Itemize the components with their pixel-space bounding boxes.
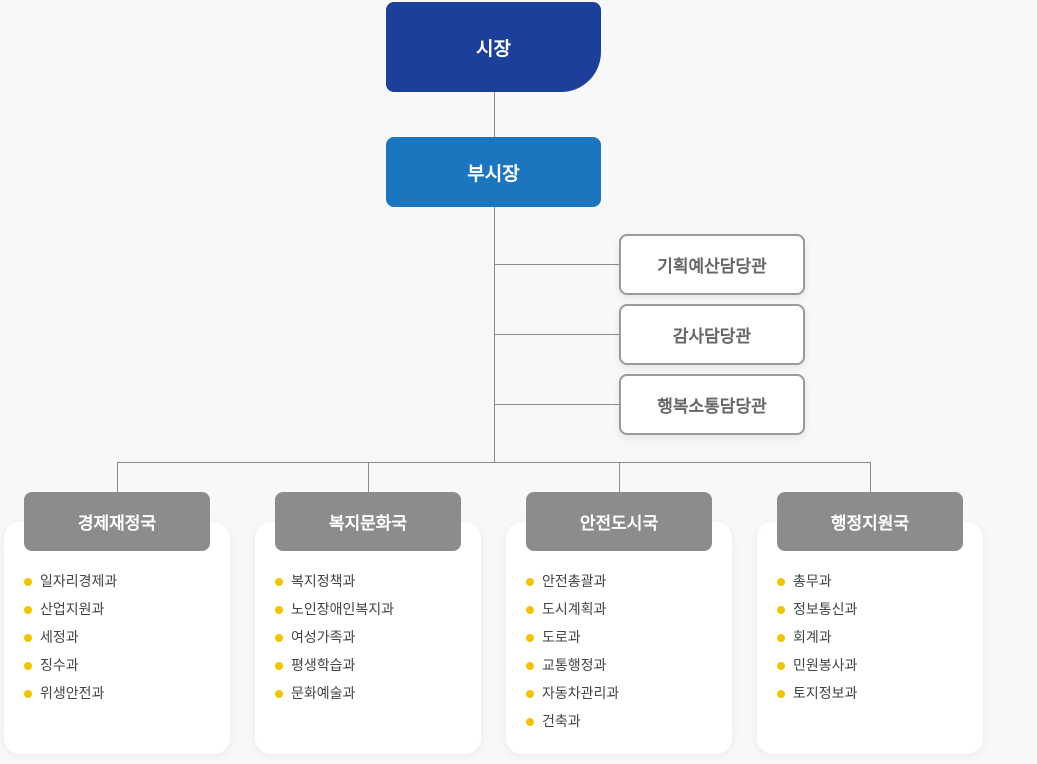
department-item[interactable]: 정보통신과	[777, 600, 857, 628]
bureau-card	[4, 522, 230, 754]
bullet-icon	[526, 690, 534, 698]
department-item[interactable]: 세정과	[24, 628, 117, 656]
bullet-icon	[24, 606, 32, 614]
department-item[interactable]: 자동차관리과	[526, 684, 619, 712]
bureau-head[interactable]: 안전도시국	[526, 492, 712, 551]
department-list: 복지정책과 노인장애인복지과 여성가족과 평생학습과 문화예술과	[275, 572, 394, 712]
staff-office-label: 기획예산담당관	[657, 257, 767, 277]
bureau-head[interactable]: 복지문화국	[275, 492, 461, 551]
department-label: 세정과	[40, 630, 79, 646]
bureau-label: 복지문화국	[328, 514, 408, 534]
department-item[interactable]: 일자리경제과	[24, 572, 117, 600]
department-item[interactable]: 징수과	[24, 656, 117, 684]
bullet-icon	[777, 578, 785, 586]
department-label: 여성가족과	[291, 630, 356, 646]
staff-office-label: 행복소통담당관	[657, 397, 767, 417]
department-label: 정보통신과	[793, 602, 858, 618]
bureau-head[interactable]: 행정지원국	[777, 492, 963, 551]
bullet-icon	[777, 606, 785, 614]
department-item[interactable]: 노인장애인복지과	[275, 600, 394, 628]
connector-staff-2	[494, 334, 619, 335]
department-item[interactable]: 도로과	[526, 628, 619, 656]
bureau-card	[506, 522, 732, 754]
department-item[interactable]: 안전총괄과	[526, 572, 619, 600]
department-item[interactable]: 민원봉사과	[777, 656, 857, 684]
department-list: 일자리경제과 산업지원과 세정과 징수과 위생안전과	[24, 572, 117, 712]
connector-bureau-4	[870, 462, 871, 492]
connector-staff-1	[494, 264, 619, 265]
bullet-icon	[275, 606, 283, 614]
bullet-icon	[777, 662, 785, 670]
bullet-icon	[275, 690, 283, 698]
bureau-label: 경제재정국	[77, 514, 157, 534]
bullet-icon	[24, 690, 32, 698]
department-label: 안전총괄과	[542, 574, 607, 590]
mayor-label: 시장	[476, 37, 511, 60]
department-item[interactable]: 회계과	[777, 628, 857, 656]
staff-office-planning-budget[interactable]: 기획예산담당관	[619, 234, 805, 295]
department-label: 총무과	[793, 574, 832, 590]
bullet-icon	[275, 578, 283, 586]
department-item[interactable]: 복지정책과	[275, 572, 394, 600]
department-item[interactable]: 도시계획과	[526, 600, 619, 628]
bullet-icon	[24, 578, 32, 586]
department-item[interactable]: 총무과	[777, 572, 857, 600]
bullet-icon	[526, 662, 534, 670]
department-label: 위생안전과	[40, 686, 105, 702]
bullet-icon	[526, 578, 534, 586]
department-label: 자동차관리과	[542, 686, 620, 702]
connector-bureau-bar	[117, 462, 871, 463]
department-label: 토지정보과	[793, 686, 858, 702]
staff-office-audit[interactable]: 감사담당관	[619, 304, 805, 365]
department-label: 산업지원과	[40, 602, 105, 618]
department-label: 건축과	[542, 714, 581, 730]
department-label: 노인장애인복지과	[291, 602, 395, 618]
bullet-icon	[526, 718, 534, 726]
connector-bureau-1	[117, 462, 118, 492]
department-item[interactable]: 교통행정과	[526, 656, 619, 684]
bullet-icon	[24, 634, 32, 642]
department-item[interactable]: 토지정보과	[777, 684, 857, 712]
staff-office-label: 감사담당관	[672, 327, 752, 347]
department-item[interactable]: 위생안전과	[24, 684, 117, 712]
bureau-label: 안전도시국	[579, 514, 659, 534]
department-label: 문화예술과	[291, 686, 356, 702]
bureau-label: 행정지원국	[830, 514, 910, 534]
bullet-icon	[777, 634, 785, 642]
bullet-icon	[526, 606, 534, 614]
department-label: 평생학습과	[291, 658, 356, 674]
department-label: 일자리경제과	[40, 574, 118, 590]
connector-mayor-vice	[494, 92, 495, 137]
department-label: 복지정책과	[291, 574, 356, 590]
bullet-icon	[275, 634, 283, 642]
bullet-icon	[275, 662, 283, 670]
department-label: 도시계획과	[542, 602, 607, 618]
mayor-box[interactable]: 시장	[386, 2, 601, 92]
department-item[interactable]: 평생학습과	[275, 656, 394, 684]
department-item[interactable]: 건축과	[526, 712, 619, 740]
bureau-card	[255, 522, 481, 754]
department-label: 징수과	[40, 658, 79, 674]
connector-staff-3	[494, 404, 619, 405]
department-label: 도로과	[542, 630, 581, 646]
bureau-card	[757, 522, 983, 754]
connector-bureau-2	[368, 462, 369, 492]
department-label: 회계과	[793, 630, 832, 646]
bullet-icon	[24, 662, 32, 670]
department-item[interactable]: 여성가족과	[275, 628, 394, 656]
department-label: 민원봉사과	[793, 658, 858, 674]
bureau-head[interactable]: 경제재정국	[24, 492, 210, 551]
department-list: 안전총괄과 도시계획과 도로과 교통행정과 자동차관리과 건축과	[526, 572, 619, 740]
connector-main-trunk	[494, 207, 495, 463]
vice-mayor-label: 부시장	[467, 162, 520, 185]
department-label: 교통행정과	[542, 658, 607, 674]
department-list: 총무과 정보통신과 회계과 민원봉사과 토지정보과	[777, 572, 857, 712]
department-item[interactable]: 산업지원과	[24, 600, 117, 628]
department-item[interactable]: 문화예술과	[275, 684, 394, 712]
bullet-icon	[777, 690, 785, 698]
connector-bureau-3	[619, 462, 620, 492]
vice-mayor-box[interactable]: 부시장	[386, 137, 601, 207]
staff-office-communication[interactable]: 행복소통담당관	[619, 374, 805, 435]
bullet-icon	[526, 634, 534, 642]
